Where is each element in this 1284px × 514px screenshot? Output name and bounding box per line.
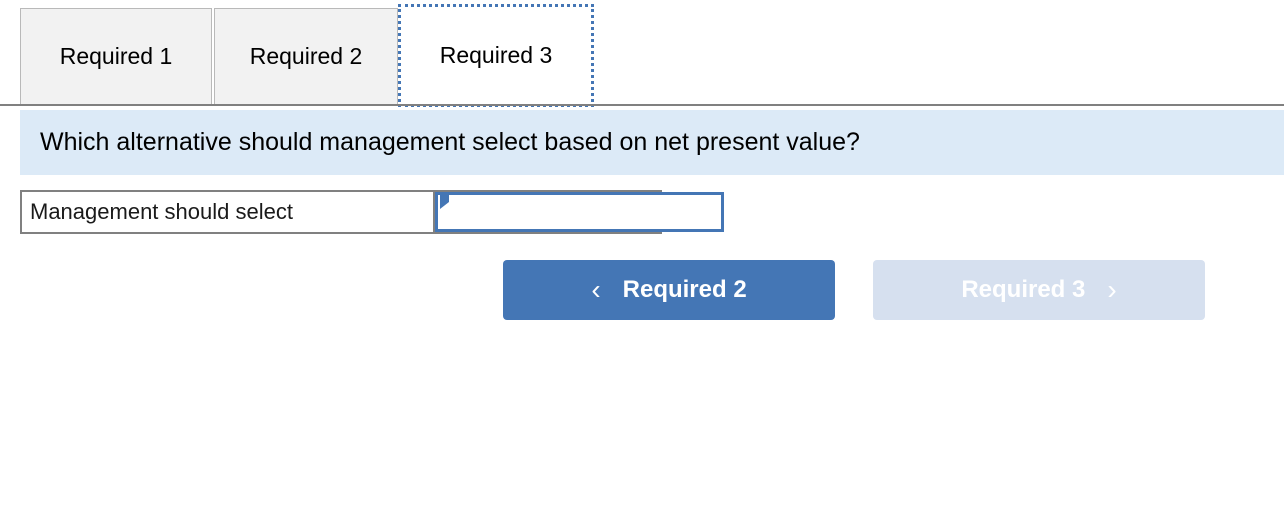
prev-required-2-button[interactable]: ‹ Required 2	[503, 260, 835, 320]
tab-strip: Required 1 Required 2 Required 3	[0, 0, 1284, 108]
question-banner: Which alternative should management sele…	[20, 110, 1284, 175]
answer-label-text: Management should select	[30, 199, 293, 224]
tab-required-2[interactable]: Required 2	[214, 8, 398, 104]
answer-row: Management should select	[20, 190, 724, 234]
prev-button-label: Required 2	[622, 276, 747, 303]
chevron-left-icon: ‹	[591, 274, 601, 305]
answer-input[interactable]	[435, 192, 724, 232]
answer-input-cell[interactable]	[435, 190, 724, 234]
tab-required-3[interactable]: Required 3	[398, 4, 594, 107]
question-text: Which alternative should management sele…	[40, 128, 860, 156]
tab-label: Required 3	[439, 42, 553, 68]
answer-label-cell: Management should select	[20, 190, 435, 234]
next-button-label: Required 3	[961, 276, 1086, 303]
chevron-right-icon: ›	[1107, 274, 1117, 305]
navigation-buttons: ‹ Required 2 Required 3 ›	[503, 260, 1205, 320]
tab-label: Required 1	[59, 43, 173, 69]
tab-required-1[interactable]: Required 1	[20, 8, 212, 104]
next-required-3-button[interactable]: Required 3 ›	[873, 260, 1205, 320]
tab-strip-divider	[0, 104, 1284, 106]
tab-label: Required 2	[249, 43, 363, 69]
